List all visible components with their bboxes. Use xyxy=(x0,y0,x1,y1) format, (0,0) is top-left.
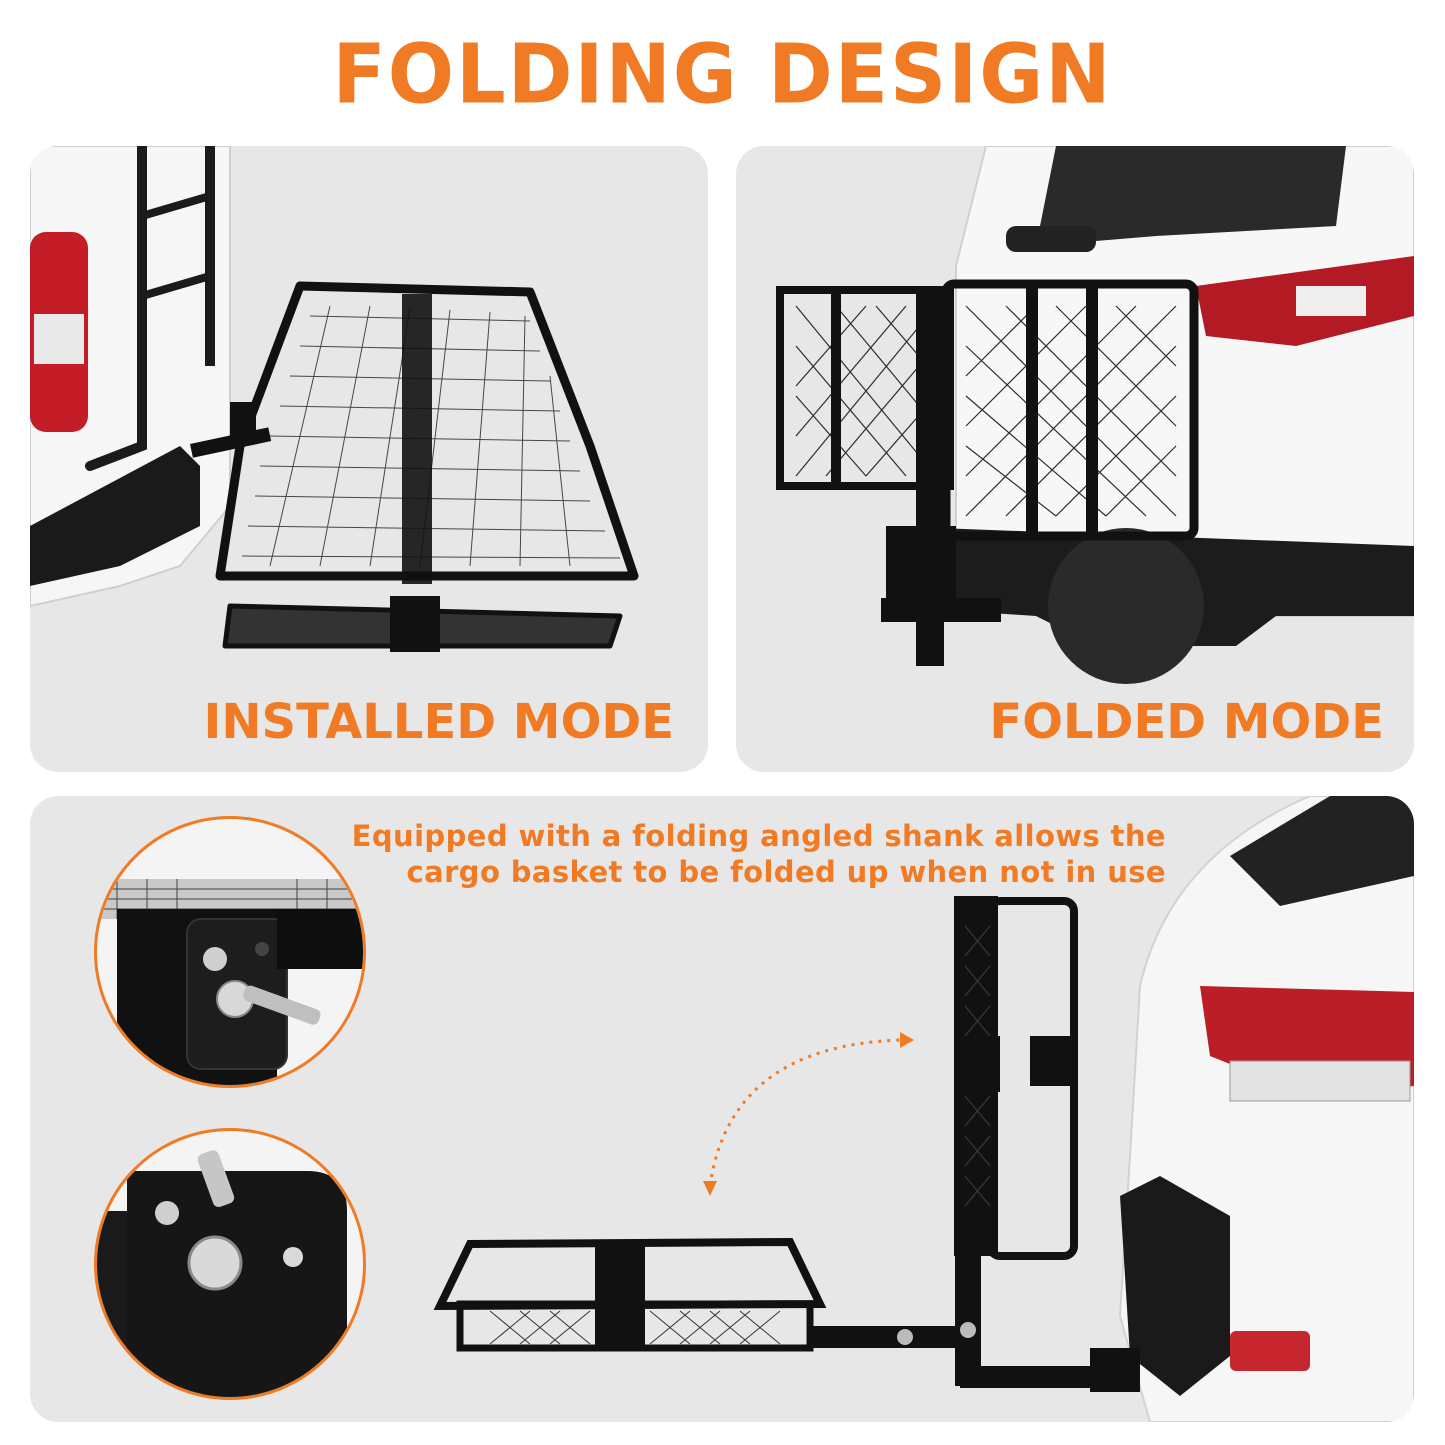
horizontal-cargo-basket xyxy=(433,1237,827,1352)
folding-caption: Equipped with a folding angled shank all… xyxy=(352,818,1166,890)
folding-detail-panel: Equipped with a folding angled shank all… xyxy=(30,796,1414,1422)
folded-mode-label: FOLDED MODE xyxy=(989,694,1384,750)
caption-line-1: Equipped with a folding angled shank all… xyxy=(351,819,1166,853)
caption-line-2: cargo basket to be folded up when not in… xyxy=(406,855,1166,889)
shank-detail-closeup-1 xyxy=(94,816,366,1088)
folded-cargo-basket xyxy=(776,279,1199,666)
folding-basket-illustration xyxy=(433,796,1414,1422)
installed-mode-label: INSTALLED MODE xyxy=(203,694,674,750)
installed-mode-illustration xyxy=(30,146,639,652)
folded-mode-panel: FOLDED MODE xyxy=(736,146,1414,772)
vertical-folded-basket xyxy=(954,896,1078,1260)
shank-detail-closeup-2 xyxy=(94,1128,366,1400)
page-title: FOLDING DESIGN xyxy=(332,27,1113,123)
dotted-curved-arrow-icon xyxy=(708,1038,901,1187)
installed-mode-panel: INSTALLED MODE xyxy=(30,146,708,772)
folded-mode-illustration xyxy=(776,146,1414,684)
